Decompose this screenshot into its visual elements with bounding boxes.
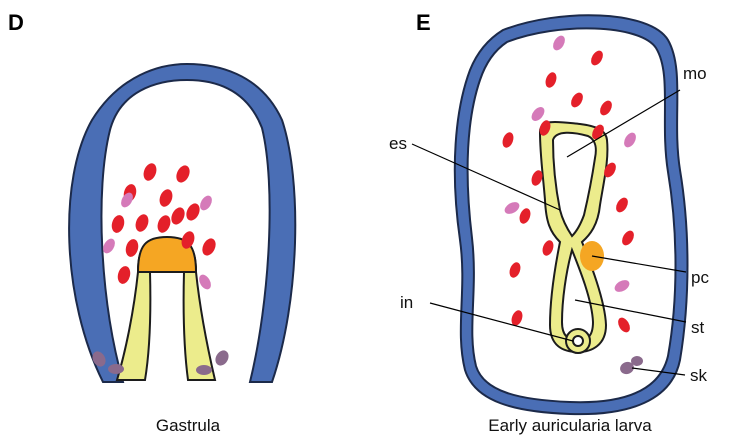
mesenchyme-cell [508,261,523,279]
mesenchyme-cell [169,205,187,226]
mesenchyme-cell [503,200,522,217]
mesenchyme-cell [155,213,172,234]
panel-e: E [389,10,709,435]
panel-e-caption: Early auricularia larva [488,416,652,435]
skeletogenic-cell [631,356,643,366]
mesenchyme-cell [110,214,126,234]
mesenchyme-cell [541,239,556,257]
mesenchyme-cell [184,201,202,222]
leader-line-mo [567,90,680,157]
skeletogenic-cell [108,364,124,374]
larva-ectoderm [455,15,688,414]
mesenchyme-cell [551,34,568,53]
mesenchyme-cell [133,212,150,233]
label-sk: sk [690,366,708,385]
mesenchyme-cell [598,99,615,118]
mesenchyme-cell [116,265,132,285]
mesenchyme-cell [614,196,631,215]
mesenchyme-cell [569,91,586,110]
mesenchyme-cell [616,316,633,335]
mesenchyme-cell [518,207,533,225]
mesenchyme-cell [620,229,637,248]
mesenchyme-cell [157,187,174,208]
panel-d: D [8,10,295,435]
larva-purple-cells [618,356,643,376]
mesenchyme-cell [529,105,547,124]
mesenchyme-cell [198,194,215,213]
label-pc: pc [691,268,709,287]
panel-e-letter: E [416,10,431,35]
mesenchyme-cell [200,236,218,257]
label-st: st [691,318,705,337]
mesenchyme-cell [622,131,639,150]
label-in: in [400,293,413,312]
label-es: es [389,134,407,153]
gastrula-ectoderm [69,64,295,382]
larva-red-cells [501,49,637,335]
mesenchyme-cell [141,161,158,182]
skeletogenic-cell [196,365,212,375]
mesenchyme-cell [544,71,559,89]
mesenchyme-cell [197,273,214,292]
larva-gut [540,122,607,352]
mesenchyme-cell [174,163,192,184]
mesenchyme-cell [589,49,606,68]
panel-d-letter: D [8,10,24,35]
skeletogenic-cell [213,348,231,368]
label-mo: mo [683,64,707,83]
intestine-lumen [573,336,583,346]
mesenchyme-cell [613,278,632,295]
mesenchyme-cell [501,131,516,149]
panel-d-caption: Gastrula [156,416,221,435]
mesenchyme-cell [124,238,140,258]
leader-line-pc [592,256,686,272]
